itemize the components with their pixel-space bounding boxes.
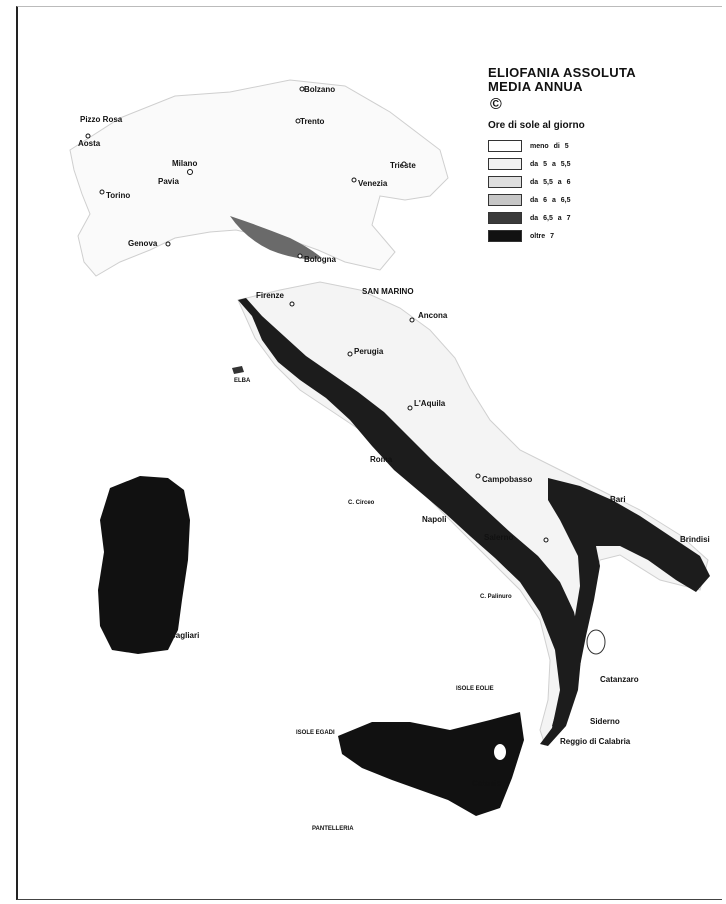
label-c-palinuro: C. Palinuro (480, 594, 512, 600)
legend-row: da 6 a 6,5 (488, 191, 718, 209)
label-san-marino: SAN MARINO (362, 287, 414, 296)
legend-swatch (488, 158, 522, 170)
label-bologna: Bologna (304, 255, 337, 264)
sicily-island (338, 712, 524, 816)
legend-swatch (488, 140, 522, 152)
label-c-circeo: C. Circeo (348, 500, 375, 506)
legend-row-label: da 6,5 a 7 (530, 214, 571, 222)
legend-row: oltre 7 (488, 227, 718, 245)
label-siderno: Siderno (590, 717, 620, 726)
apulia-band (548, 478, 710, 730)
label-catanzaro: Catanzaro (600, 675, 639, 684)
legend-row: da 5 a 5,5 (488, 155, 718, 173)
legend-row-label: oltre 7 (530, 232, 555, 240)
label-venezia: Venezia (358, 179, 388, 188)
label-ancona: Ancona (418, 311, 448, 320)
label-aosta: Aosta (78, 139, 101, 148)
city-markers (85, 86, 549, 543)
label-elba: ELBA (234, 378, 251, 384)
po-valley-shade (230, 216, 322, 259)
legend-subtitle: Ore di sole al giorno (488, 120, 585, 131)
label-cagliari: Cagliari (170, 631, 199, 640)
label-brindisi: Brindisi (680, 535, 710, 544)
label-catania: Catania (472, 779, 501, 788)
label-torino: Torino (106, 191, 130, 200)
copyright-symbol: © (490, 96, 502, 113)
tyrrhenian-coast-band (238, 298, 582, 746)
label-roma: Roma (370, 455, 393, 464)
label-palermo: Palermo (380, 723, 412, 732)
label-pizzo-rosa: Pizzo Rosa (80, 115, 123, 124)
calabria-light-spot (586, 629, 606, 655)
label-firenze: Firenze (256, 291, 285, 300)
legend-swatch (488, 212, 522, 224)
etna-spot (494, 744, 506, 760)
label-napoli: Napoli (422, 515, 446, 524)
label-campobasso: Campobasso (482, 475, 532, 484)
label-bolzano: Bolzano (304, 85, 335, 94)
legend-swatch (488, 176, 522, 188)
legend: ELIOFANIA ASSOLUTA MEDIA ANNUA © Ore di … (488, 66, 718, 245)
elba-island (232, 366, 244, 374)
legend-row-label: da 6 a 6,5 (530, 196, 571, 204)
label-isole-eolie: ISOLE EOLIE (456, 686, 494, 692)
label-pantelleria: PANTELLERIA (312, 826, 354, 832)
page-frame (16, 6, 722, 900)
label-salerno: Salerno (484, 533, 513, 542)
legend-row-label: da 5 a 5,5 (530, 160, 571, 168)
legend-row: meno di 5 (488, 137, 718, 155)
sardinia-island (98, 476, 190, 654)
label-perugia: Perugia (354, 347, 384, 356)
label-pavia: Pavia (158, 177, 179, 186)
label-trento: Trento (300, 117, 325, 126)
legend-title-line2: MEDIA ANNUA (488, 79, 583, 94)
label-milano: Milano (172, 159, 197, 168)
legend-row: da 6,5 a 7 (488, 209, 718, 227)
label-genova: Genova (128, 239, 158, 248)
label-aquila: L'Aquila (414, 399, 446, 408)
legend-row-label: meno di 5 (530, 142, 569, 150)
legend-row: da 5,5 a 6 (488, 173, 718, 191)
label-reggio-calabria: Reggio di Calabria (560, 737, 631, 746)
label-bari: Bari (610, 495, 626, 504)
legend-row-label: da 5,5 a 6 (530, 178, 571, 186)
legend-title-line1: ELIOFANIA ASSOLUTA (488, 65, 636, 80)
legend-swatch (488, 194, 522, 206)
legend-swatch (488, 230, 522, 242)
label-isole-egadi: ISOLE EGADI (296, 730, 335, 736)
north-italy-region (69, 79, 449, 277)
